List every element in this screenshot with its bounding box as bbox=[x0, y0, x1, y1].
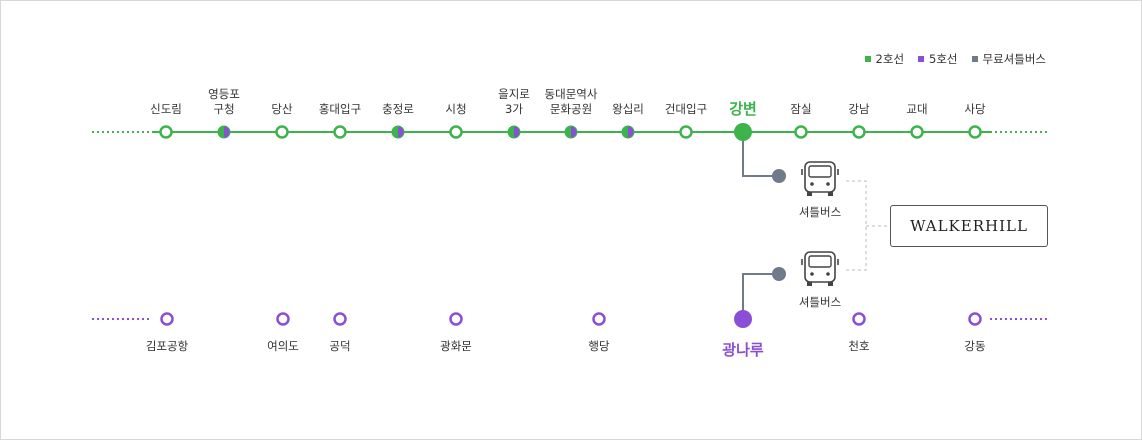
station-marker bbox=[679, 125, 693, 139]
station-marker bbox=[276, 312, 290, 326]
station-marker bbox=[592, 312, 606, 326]
legend-item-line5: 5호선 bbox=[918, 51, 958, 67]
legend-label-line5: 5호선 bbox=[929, 52, 958, 66]
transfer-ring bbox=[391, 125, 405, 139]
walkerhill-destination-box: WALKERHILL bbox=[890, 205, 1048, 247]
legend-label-line2: 2호선 bbox=[875, 52, 905, 66]
station-label: 건대입구 bbox=[665, 102, 707, 116]
legend-item-shuttle: 무료셔틀버스 bbox=[971, 51, 1046, 67]
station-label: 시청 bbox=[445, 102, 466, 116]
station-label: 강동 bbox=[964, 339, 985, 353]
legend-item-line2: 2호선 bbox=[864, 51, 905, 67]
legend-label-shuttle: 무료셔틀버스 bbox=[982, 52, 1046, 66]
station-marker bbox=[968, 312, 982, 326]
transfer-half-purple bbox=[571, 126, 577, 138]
station-label: 당산 bbox=[271, 102, 293, 116]
station-label: 왕십리 bbox=[612, 102, 644, 116]
line5-swatch bbox=[918, 56, 925, 62]
station-marker-highlight bbox=[734, 310, 752, 328]
transfer-ring bbox=[507, 125, 521, 139]
station-label: 동대문역사 bbox=[545, 87, 598, 101]
bus-icon bbox=[801, 161, 839, 196]
shuttle-swatch bbox=[971, 56, 978, 62]
station-label: 사당 bbox=[964, 102, 986, 116]
transfer-half-purple bbox=[628, 126, 634, 138]
shuttle-label-top: 셔틀버스 bbox=[799, 205, 841, 219]
station-marker bbox=[449, 125, 463, 139]
station-marker bbox=[275, 125, 289, 139]
transfer-station-marker bbox=[621, 125, 635, 139]
station-label: 을지로 bbox=[498, 87, 530, 101]
station-label: 공덕 bbox=[329, 339, 350, 353]
shuttle-stop-top bbox=[772, 169, 786, 183]
bus-window bbox=[808, 255, 832, 268]
station-label: 행당 bbox=[588, 339, 610, 353]
transfer-ring bbox=[217, 125, 231, 139]
transfer-station-marker bbox=[507, 125, 521, 139]
station-marker bbox=[910, 125, 924, 139]
transfer-half-purple bbox=[224, 126, 230, 138]
station-marker bbox=[160, 312, 174, 326]
bus-light-right bbox=[826, 272, 830, 276]
transfer-station-marker bbox=[217, 125, 231, 139]
bus-wheel-left bbox=[807, 192, 812, 196]
station-marker bbox=[333, 125, 347, 139]
destination-label: WALKERHILL bbox=[910, 217, 1028, 235]
transfer-half-green bbox=[508, 126, 514, 138]
station-marker bbox=[333, 312, 347, 326]
shuttle-route-dashed bbox=[846, 180, 890, 271]
station-marker bbox=[968, 125, 982, 139]
station-marker bbox=[449, 312, 463, 326]
transfer-station-marker bbox=[564, 125, 578, 139]
station-label: 광나루 bbox=[722, 341, 764, 359]
station-label: 천호 bbox=[848, 339, 869, 353]
shuttle-connector-top bbox=[742, 138, 779, 177]
bus-light-left bbox=[810, 272, 814, 276]
station-marker bbox=[794, 125, 808, 139]
transfer-half-green bbox=[392, 126, 398, 138]
bus-wheel-right bbox=[828, 282, 833, 286]
station-label: 광화문 bbox=[440, 339, 472, 353]
station-marker bbox=[852, 125, 866, 139]
bus-window bbox=[808, 165, 832, 178]
bus-icon bbox=[801, 251, 839, 286]
station-markers bbox=[159, 123, 982, 328]
bus-light-right bbox=[826, 182, 830, 186]
bus-wheel-right bbox=[828, 192, 833, 196]
station-label: 문화공원 bbox=[550, 102, 592, 116]
transfer-half-purple bbox=[514, 126, 520, 138]
station-marker bbox=[852, 312, 866, 326]
station-label: 3가 bbox=[505, 102, 523, 116]
line2-swatch bbox=[864, 56, 871, 62]
station-label: 구청 bbox=[213, 102, 234, 116]
station-label: 강남 bbox=[848, 102, 870, 116]
transfer-ring bbox=[621, 125, 635, 139]
transfer-half-green bbox=[218, 126, 224, 138]
station-label: 김포공항 bbox=[146, 339, 189, 353]
station-label: 신도림 bbox=[150, 102, 182, 116]
station-label: 교대 bbox=[906, 102, 927, 116]
shuttle-stop-bottom bbox=[772, 267, 786, 281]
station-label: 홍대입구 bbox=[319, 102, 361, 116]
station-label: 강변 bbox=[729, 100, 757, 118]
station-marker bbox=[159, 125, 173, 139]
transfer-half-green bbox=[565, 126, 571, 138]
bus-light-left bbox=[810, 182, 814, 186]
transfer-station-marker bbox=[391, 125, 405, 139]
station-label: 잠실 bbox=[790, 102, 811, 116]
station-label: 영등포 bbox=[208, 87, 240, 101]
legend: 2호선 5호선 무료셔틀버스 bbox=[864, 51, 1046, 67]
bus-wheel-left bbox=[807, 282, 812, 286]
station-marker-highlight bbox=[734, 123, 752, 141]
transfer-half-purple bbox=[398, 126, 404, 138]
transfer-half-green bbox=[622, 126, 628, 138]
station-label: 충정로 bbox=[382, 102, 414, 116]
shuttle-connector-bottom bbox=[742, 273, 779, 313]
shuttle-label-bottom: 셔틀버스 bbox=[799, 295, 841, 309]
transfer-ring bbox=[564, 125, 578, 139]
station-label: 여의도 bbox=[267, 339, 299, 353]
